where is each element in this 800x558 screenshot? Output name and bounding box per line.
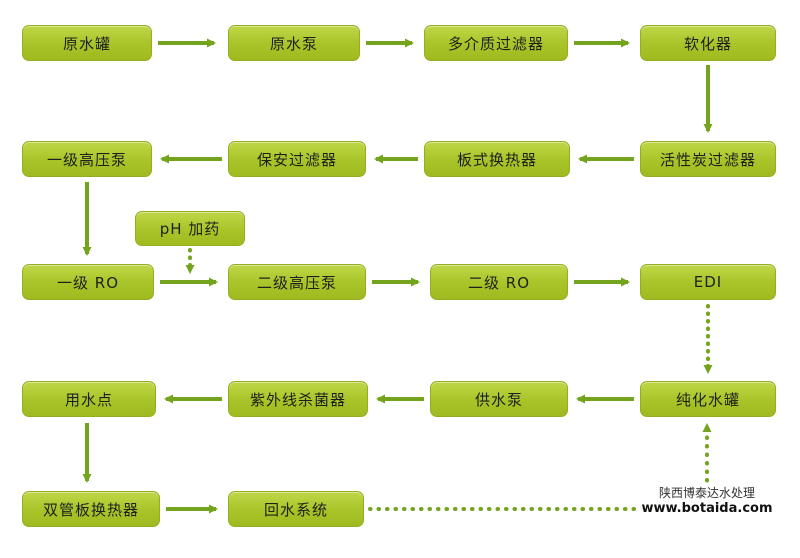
node-multimedia-filter: 多介质过滤器	[424, 25, 568, 61]
node-water-use-point: 用水点	[22, 381, 156, 417]
node-edi: EDI	[640, 264, 776, 300]
node-second-stage-hp-pump: 二级高压泵	[228, 264, 366, 300]
node-ph-dosing: pH 加药	[135, 211, 245, 246]
watermark-company: 陕西博泰达水处理	[658, 486, 755, 500]
node-softener: 软化器	[640, 25, 776, 61]
node-security-filter: 保安过滤器	[228, 141, 366, 177]
node-raw-water-tank: 原水罐	[22, 25, 152, 61]
node-activated-carbon-filter: 活性炭过滤器	[640, 141, 776, 177]
node-first-stage-hp-pump: 一级高压泵	[22, 141, 152, 177]
node-double-tube-plate-hx: 双管板换热器	[22, 491, 160, 527]
node-uv-sterilizer: 紫外线杀菌器	[228, 381, 368, 417]
watermark-url: www.botaida.com	[641, 501, 773, 516]
node-raw-water-pump: 原水泵	[228, 25, 360, 61]
node-purified-water-tank: 纯化水罐	[640, 381, 776, 417]
node-supply-pump: 供水泵	[430, 381, 568, 417]
dotted-return-system-to-purified-tank	[368, 423, 712, 511]
node-return-water-system: 回水系统	[228, 491, 364, 527]
node-plate-heat-exchanger: 板式换热器	[424, 141, 570, 177]
node-second-stage-ro: 二级 RO	[430, 264, 568, 300]
watermark: 陕西博泰达水处理 www.botaida.com	[640, 484, 774, 520]
node-first-stage-ro: 一级 RO	[22, 264, 154, 300]
